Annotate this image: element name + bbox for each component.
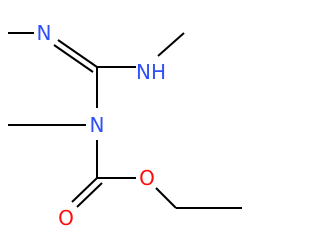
structure-svg: N NH N O O <box>8 21 242 230</box>
atom-label-amine-nh: NH <box>136 60 166 84</box>
atom-label-ester-o: O <box>139 166 155 190</box>
atom-labels: N NH N O O <box>37 21 166 230</box>
bond-imine-n-central-c-b <box>53 44 94 73</box>
atom-label-amide-n: N <box>90 113 105 137</box>
molecule-diagram: N NH N O O <box>8 21 242 230</box>
bonds <box>8 32 242 209</box>
bond-carbonyl-double-b <box>76 182 103 208</box>
bond-ester-o-ch2 <box>155 187 177 209</box>
atom-label-imine-n: N <box>37 21 52 45</box>
bond-imine-n-central-c-a <box>57 39 98 68</box>
bond-nh-methyl <box>157 32 185 57</box>
bond-carbonyl-double-a <box>71 177 98 203</box>
atom-label-carbonyl-o: O <box>58 206 74 230</box>
